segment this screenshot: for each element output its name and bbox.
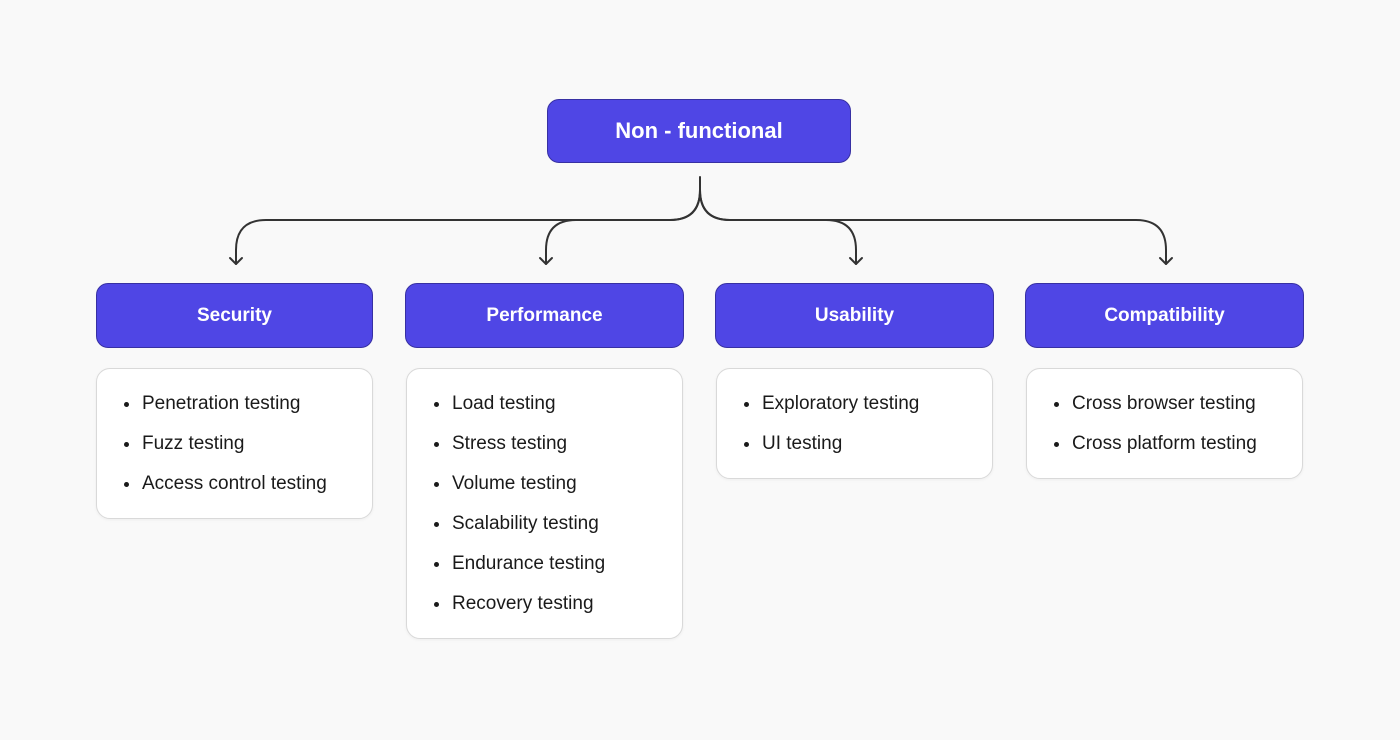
root-node: Non - functional [547,99,851,163]
connector-lines [229,176,1173,265]
arrowhead-performance [539,257,553,265]
arrowhead-compatibility [1159,257,1173,265]
bullet [434,602,439,607]
list-card-performance: Load testing Stress testing Volume testi… [406,368,683,639]
list-card-compatibility: Cross browser testing Cross platform tes… [1026,368,1303,479]
list-item-text: Volume testing [452,473,577,494]
arrowhead-usability [849,257,863,265]
list-item: Cross platform testing [1027,430,1302,470]
connector-performance [545,189,701,265]
list-card-usability: Exploratory testing UI testing [716,368,993,479]
list-item-text: Scalability testing [452,513,599,534]
connector-compatibility [699,189,1167,265]
list-item: Fuzz testing [97,430,372,470]
list-item-text: Fuzz testing [142,433,245,454]
list-item-text: Load testing [452,393,556,414]
bullet [1054,442,1059,447]
list-item: Stress testing [407,430,682,470]
category-label-performance: Performance [486,304,603,326]
root-node-label: Non - functional [615,118,783,143]
list-card-security: Penetration testing Fuzz testing Access … [96,368,373,519]
list-item: Exploratory testing [717,390,992,430]
category-node-security: Security [96,283,373,348]
list-item: Scalability testing [407,510,682,550]
list-item: Load testing [407,390,682,430]
bullet [434,402,439,407]
bullet [124,402,129,407]
bullet [1054,402,1059,407]
list-item-text: Exploratory testing [762,393,920,414]
arrowhead-security [229,257,243,265]
list-usability: Exploratory testing UI testing [717,369,992,470]
list-item-text: Endurance testing [452,553,606,574]
category-label-usability: Usability [814,304,895,326]
list-item-text: Access control testing [142,473,327,494]
list-item: UI testing [717,430,992,470]
bullet [434,482,439,487]
bullet [744,402,749,407]
category-label-compatibility: Compatibility [1104,304,1225,326]
list-performance: Load testing Stress testing Volume testi… [407,369,682,630]
category-label-security: Security [197,304,272,326]
list-item-text: UI testing [762,433,843,454]
list-item: Access control testing [97,470,372,510]
category-node-usability: Usability [715,283,994,348]
bullet [124,482,129,487]
bullet [744,442,749,447]
connector-security [235,189,701,265]
list-item-text: Recovery testing [452,593,594,614]
list-item: Recovery testing [407,590,682,630]
list-item-text: Cross platform testing [1072,433,1257,454]
list-item: Penetration testing [97,390,372,430]
bullet [124,442,129,447]
list-item: Volume testing [407,470,682,510]
list-item-text: Cross browser testing [1072,393,1256,414]
category-node-compatibility: Compatibility [1025,283,1304,348]
list-item-text: Penetration testing [142,393,301,414]
list-security: Penetration testing Fuzz testing Access … [97,369,372,510]
bullet [434,522,439,527]
list-compatibility: Cross browser testing Cross platform tes… [1027,369,1302,470]
list-item-text: Stress testing [452,433,568,454]
category-node-performance: Performance [405,283,684,348]
bullet [434,442,439,447]
connector-usability [699,189,857,265]
bullet [434,562,439,567]
list-item: Endurance testing [407,550,682,590]
list-item: Cross browser testing [1027,390,1302,430]
